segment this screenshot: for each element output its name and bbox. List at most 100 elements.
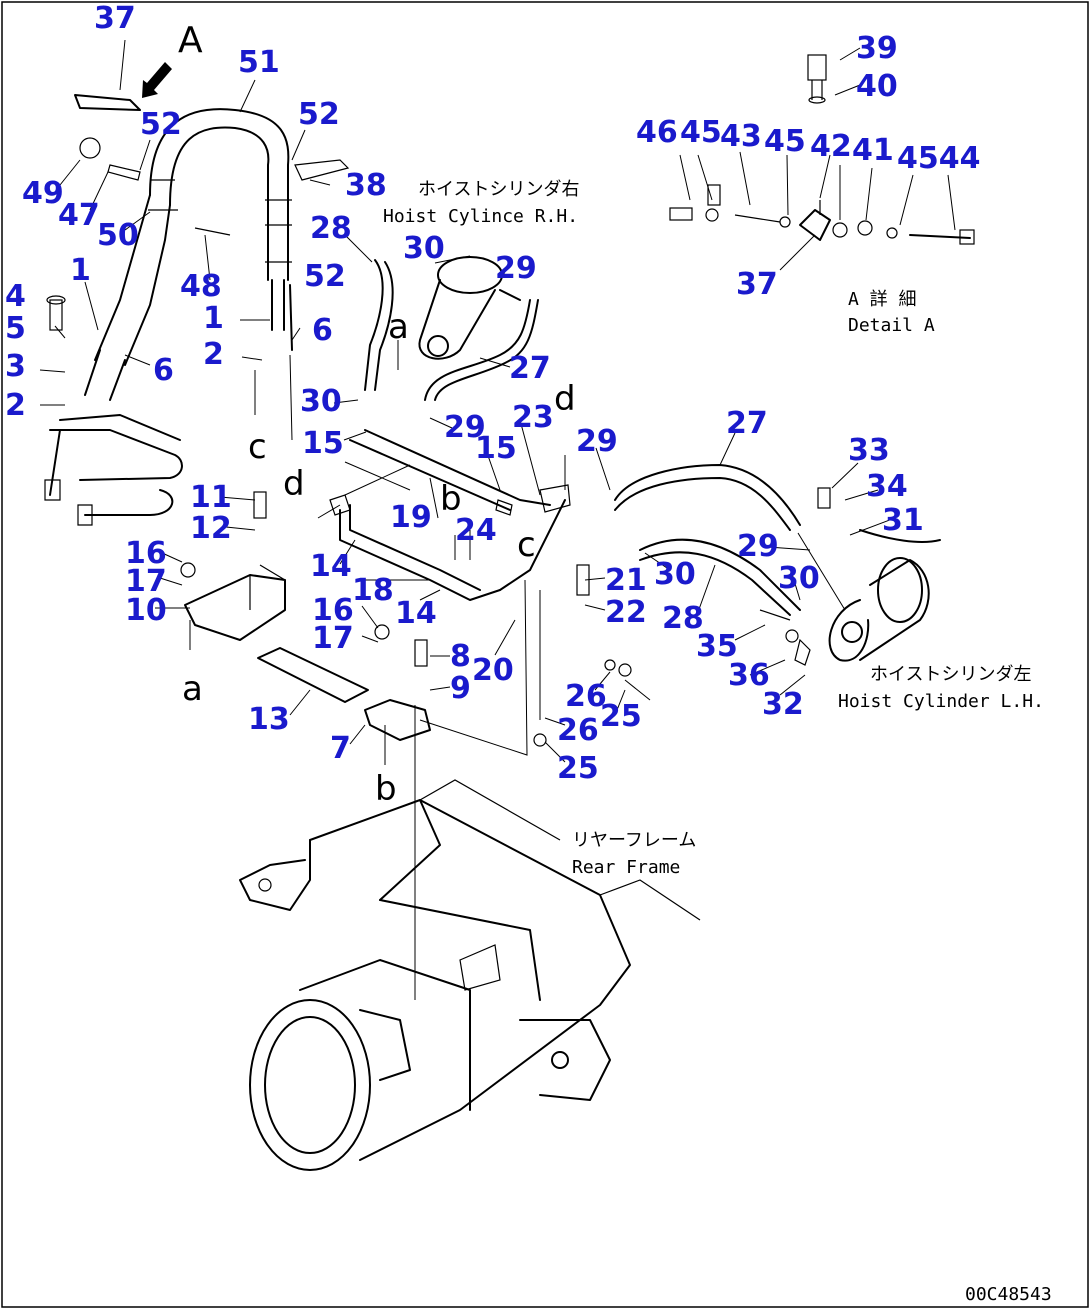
callout-4544: 4544 [897, 141, 981, 176]
plate-13 [257, 647, 369, 703]
callout-48: 48 [180, 269, 222, 304]
bracket-10 [184, 564, 286, 641]
callout-16: 16 [312, 593, 354, 628]
callout-25: 25 [600, 699, 642, 734]
callout-38: 38 [345, 168, 387, 203]
label-detail-en: Detail A [848, 315, 935, 336]
callout-17: 17 [312, 621, 354, 656]
callout-3: 3 [5, 349, 26, 384]
ref-letter-d: d [283, 464, 305, 504]
callout-29: 29 [737, 529, 779, 564]
view-arrow-a [142, 62, 172, 98]
callout-34: 34 [866, 469, 908, 504]
ref-letter-b: b [440, 479, 462, 519]
callout-52: 52 [298, 97, 340, 132]
callout-27: 27 [726, 406, 768, 441]
small-fittings [46, 94, 831, 747]
callout-30: 30 [654, 557, 696, 592]
detail-a-parts [669, 54, 975, 245]
ref-letter-a: a [388, 307, 409, 347]
label-hoist-rh-en: Hoist Cylince R.H. [383, 206, 578, 227]
callout-35: 35 [696, 629, 738, 664]
callout-11: 11 [190, 480, 232, 515]
callout-5: 5 [5, 311, 26, 346]
callout-30: 30 [300, 384, 342, 419]
hose-28-lower [639, 538, 801, 616]
callout-1: 1 [203, 301, 224, 336]
callout-6: 6 [153, 353, 174, 388]
callout-14: 14 [310, 549, 352, 584]
callout-30: 30 [403, 231, 445, 266]
callout-50: 50 [97, 218, 139, 253]
callout-52: 52 [304, 259, 346, 294]
callout-47: 47 [58, 198, 100, 233]
bracket-7 [364, 699, 431, 741]
view-marker: A [178, 20, 203, 61]
hose-28-upper [364, 259, 394, 391]
callout-41: 41 [852, 133, 894, 168]
callout-40: 40 [856, 69, 898, 104]
callout-39: 39 [856, 31, 898, 66]
callout-26: 26 [565, 679, 607, 714]
callout-46: 46 [636, 115, 678, 150]
label-hoist-lh-jp: ホイストシリンダ左 [870, 664, 1031, 685]
tube-assembly-center [329, 429, 571, 601]
callout-7: 7 [330, 731, 351, 766]
callout-36: 36 [728, 658, 770, 693]
label-rear-frame-en: Rear Frame [572, 857, 680, 878]
callout-29: 29 [495, 251, 537, 286]
callout-25: 25 [557, 751, 599, 786]
callout-1: 1 [70, 253, 91, 288]
callout-9: 9 [450, 671, 471, 706]
callout-17: 17 [125, 564, 167, 599]
callout-8: 8 [450, 639, 471, 674]
callout-42: 42 [810, 129, 852, 164]
callout-45: 45 [680, 115, 722, 150]
callout-30: 30 [778, 561, 820, 596]
callout-4: 4 [5, 279, 26, 314]
callout-33: 33 [848, 433, 890, 468]
callout-37: 37 [94, 1, 136, 36]
callout-37: 37 [736, 267, 778, 302]
callout-51: 51 [238, 45, 280, 80]
callout-31: 31 [882, 503, 924, 538]
hoist-cylinder-lh [828, 529, 941, 662]
ref-letter-b: b [375, 769, 397, 809]
label-detail-jp: A 詳 細 [848, 289, 917, 310]
callout-28: 28 [310, 211, 352, 246]
callout-6: 6 [312, 313, 333, 348]
callout-29: 29 [444, 410, 486, 445]
hoist-cylinder-rh [418, 256, 521, 360]
tube-loops-left [44, 414, 183, 526]
callout-29: 29 [576, 424, 618, 459]
callout-16: 16 [125, 536, 167, 571]
callout-20: 20 [472, 653, 514, 688]
ref-letter-a: a [182, 669, 203, 709]
callout-24: 24 [455, 513, 497, 548]
callout-10: 10 [125, 593, 167, 628]
callout-52: 52 [140, 107, 182, 142]
hose-27-long [614, 464, 801, 531]
label-hoist-lh-en: Hoist Cylinder L.H. [838, 691, 1044, 712]
hose-assembly-left [84, 108, 350, 401]
callout-12: 12 [190, 511, 232, 546]
callout-23: 23 [512, 400, 554, 435]
label-hoist-rh-jp: ホイストシリンダ右 [418, 179, 579, 200]
leader-lines [39, 39, 956, 1000]
callout-28: 28 [662, 601, 704, 636]
callout-13: 13 [248, 702, 290, 737]
callout-45: 45 [764, 124, 806, 159]
callout-21: 21 [605, 563, 647, 598]
callout-49: 49 [22, 176, 64, 211]
hose-27-upper [424, 299, 539, 401]
drawing-number: 00C48543 [965, 1284, 1052, 1305]
callout-27: 27 [509, 351, 551, 386]
callout-14: 14 [395, 596, 437, 631]
callout-15: 15 [475, 431, 517, 466]
callout-32: 32 [762, 687, 804, 722]
rear-frame [239, 779, 701, 1171]
callout-18: 18 [352, 573, 394, 608]
callout-2: 2 [5, 388, 26, 423]
